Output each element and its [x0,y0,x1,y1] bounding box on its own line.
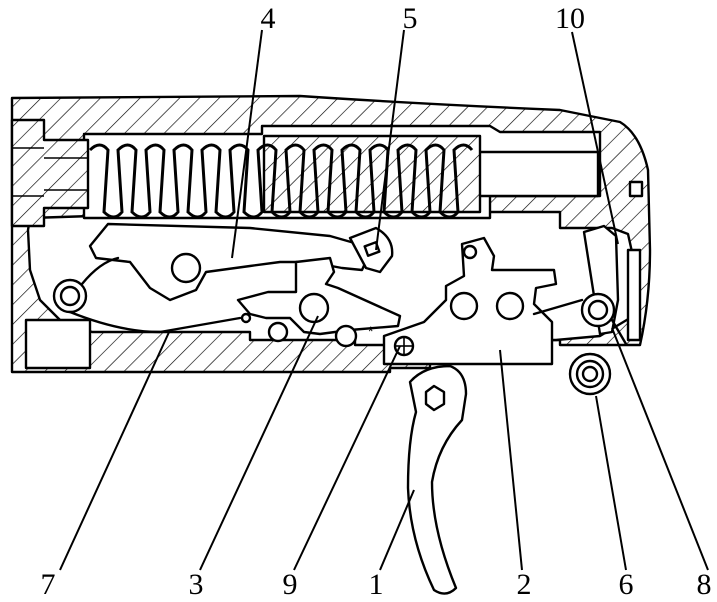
label-3: 3 [189,568,204,601]
hammer-body [88,222,374,302]
bushing [568,352,612,396]
trigger [406,364,468,595]
asterisk-mark: * [368,323,374,339]
main-spring [88,143,474,219]
label-7: 7 [41,568,56,601]
label-4: 4 [261,2,276,35]
sear: * [236,256,402,348]
left-pocket [24,318,92,370]
right-slot [626,248,642,342]
axis-pin [334,324,358,348]
bar-hole-top [462,244,478,260]
bore-end [468,150,600,198]
leader-lines [59,29,709,571]
label-9: 9 [283,568,298,601]
callout-labels: 4 5 10 7 3 9 1 2 6 8 [41,2,712,601]
label-2: 2 [517,568,532,601]
trigger-screw [424,384,446,412]
bar-hole-right [495,291,525,321]
hammer-pivot [170,252,202,284]
leaf-spring [52,256,252,334]
sear-roller [348,226,394,274]
bar-hole-left [449,291,479,321]
left-plug [10,118,90,228]
stop-pin [267,321,289,343]
label-1: 1 [369,568,384,601]
trigger-bar [382,236,558,366]
right-pin [628,180,644,198]
label-5: 5 [403,2,418,35]
hammer-lever [88,222,374,302]
label-8: 8 [697,568,712,601]
right-spring-assembly [532,224,628,346]
trigger-blade [406,364,468,595]
sear-pivot [298,292,330,324]
label-6: 6 [619,568,634,601]
label-10: 10 [555,2,585,35]
